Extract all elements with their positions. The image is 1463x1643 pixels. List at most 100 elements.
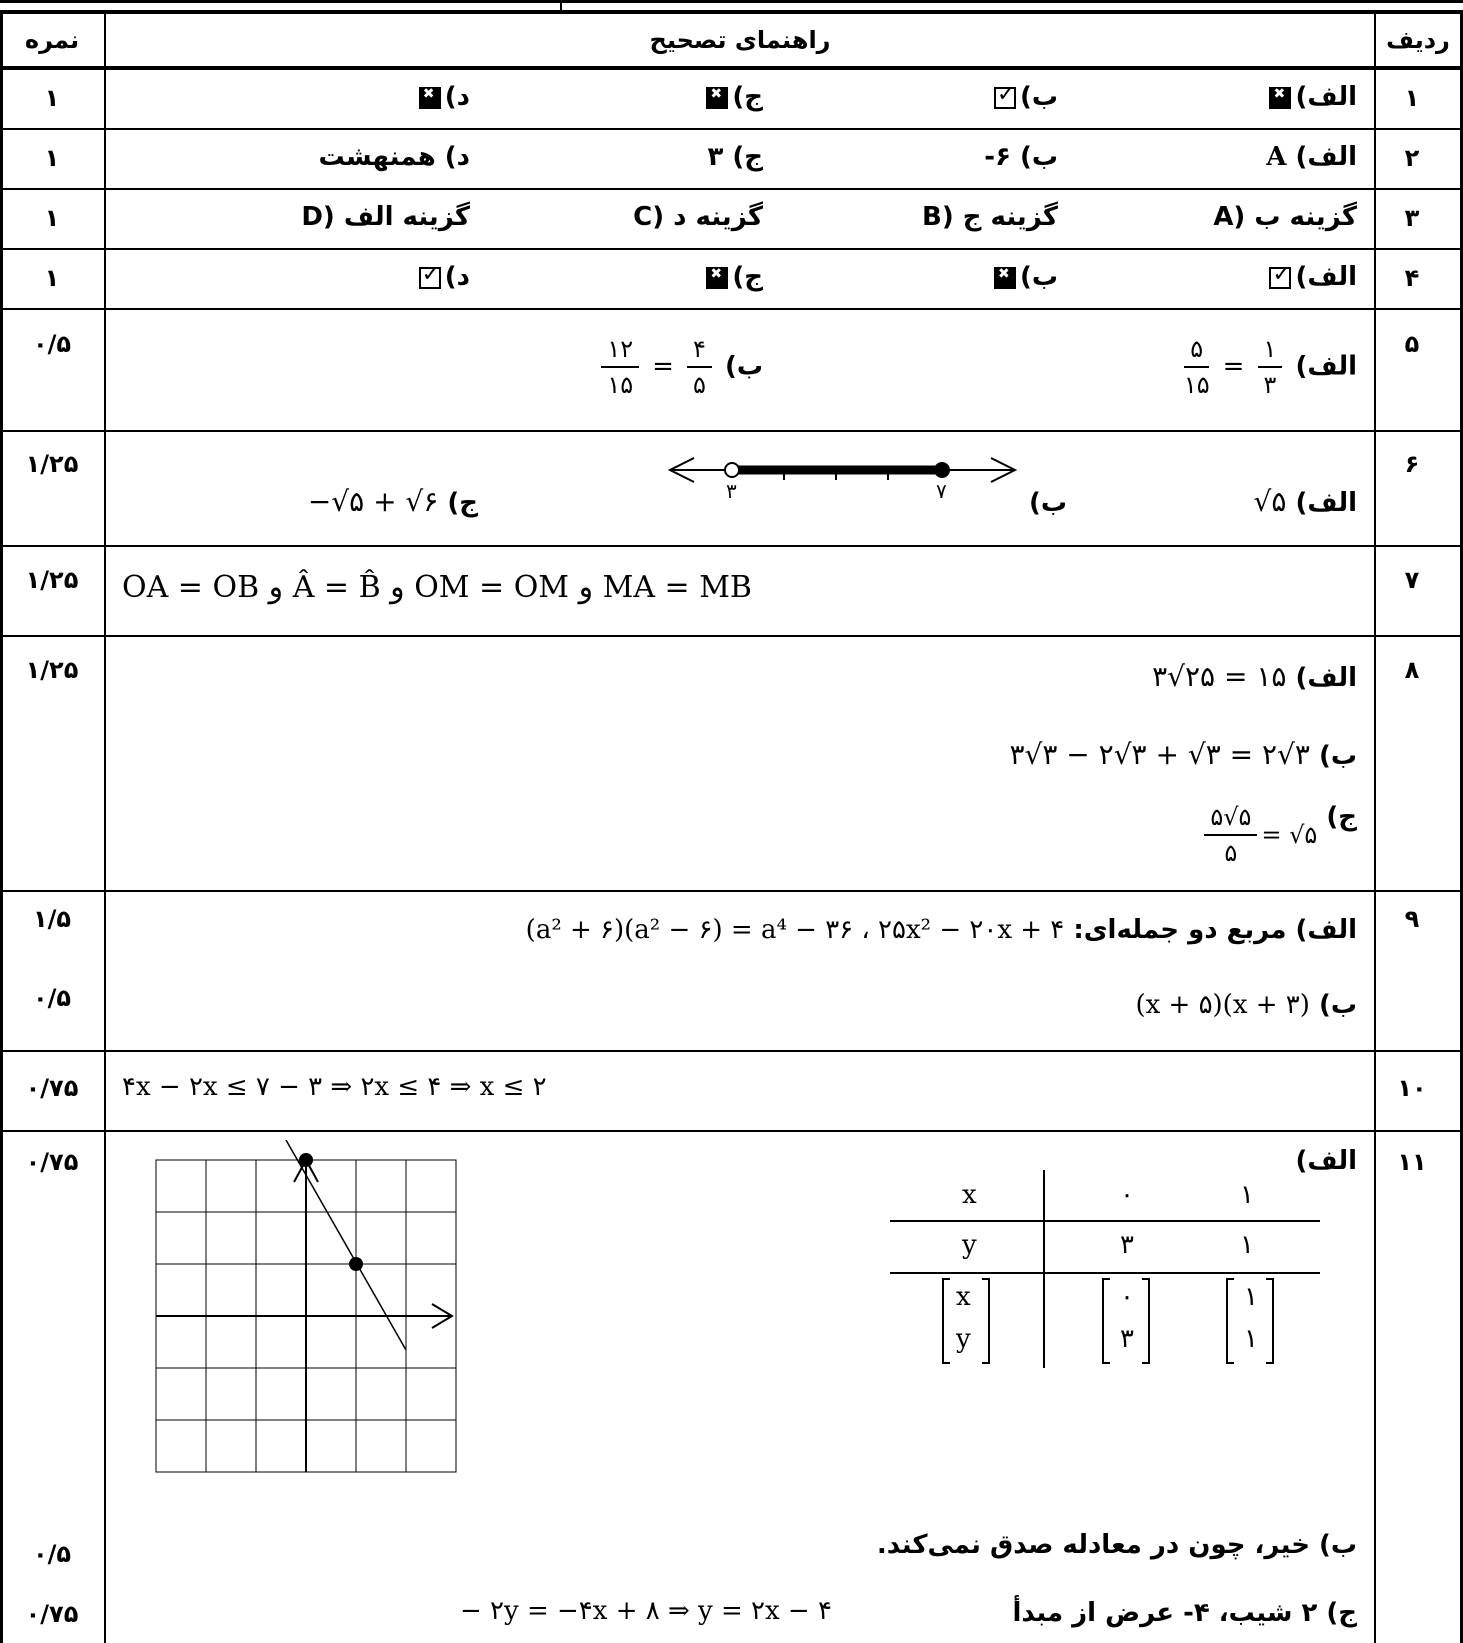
score-11b: ۰/۵: [32, 1540, 72, 1568]
row-line: [0, 890, 1463, 892]
r6-b: ب): [1028, 488, 1067, 518]
vector-bottom: ۱: [1244, 1324, 1258, 1354]
r6-a: الف) √۵: [1254, 485, 1357, 518]
score-4: ۱: [44, 264, 60, 292]
r2-d: د) همنهشت: [318, 142, 471, 172]
row-num-3: ۳: [1404, 204, 1420, 232]
r1-d: د): [415, 82, 470, 112]
r11-c: ج) ۲ شیب، ۴- عرض از مبدأ: [1012, 1598, 1357, 1628]
cross-box-icon: [1269, 86, 1292, 109]
r5-b-label: ب): [724, 351, 763, 382]
score-9a: ۱/۵: [32, 905, 72, 933]
left-arrow-icon: [667, 457, 695, 483]
row-num-2: ۲: [1404, 144, 1420, 172]
r9-a: الف) مربع دو جمله‌ای: (a² + ۶)(a² − ۶) =…: [526, 915, 1357, 945]
denominator: ۱۵: [1183, 371, 1210, 399]
row-num-1: ۱: [1404, 84, 1420, 112]
r4-a-label: الف): [1295, 262, 1357, 292]
r4-b-label: ب): [1019, 262, 1058, 292]
r11-b: ب) خیر، چون در معادله صدق نمی‌کند.: [876, 1530, 1357, 1560]
score-7: ۱/۲۵: [25, 566, 79, 594]
row-num-5: ۵: [1404, 330, 1420, 358]
r6-a-math: √۵: [1253, 485, 1287, 518]
r9-b-label: ب): [1318, 990, 1357, 1020]
row-num-4: ۴: [1404, 264, 1420, 292]
r8-a-math: ۳√۲۵ = ۱۵: [1152, 660, 1287, 693]
r2-b: ب) ۶-: [984, 142, 1058, 172]
numerator: ۱: [1257, 332, 1283, 368]
right-border: [1460, 10, 1463, 1643]
table-y-label: y: [962, 1230, 977, 1260]
r4-a: الف): [1265, 262, 1357, 292]
r8-a-label: الف): [1295, 663, 1357, 693]
cross-box-icon: [706, 266, 729, 289]
r8-b: ب) ۳√۳ − ۲√۳ + √۳ = ۲√۳: [1009, 738, 1357, 771]
score-11c: ۰/۷۵: [25, 1600, 79, 1628]
score-2: ۱: [44, 144, 60, 172]
r1-d-label: د): [444, 82, 470, 112]
score-divider: [104, 10, 106, 1643]
top-tick: [560, 0, 562, 10]
r1-c-label: ج): [732, 82, 763, 112]
table-y1: ۱: [1240, 1230, 1254, 1260]
row-num-9: ۹: [1404, 905, 1420, 933]
vector-x: x: [956, 1282, 971, 1312]
header-score: نمره: [24, 26, 80, 54]
score-11a: ۰/۷۵: [25, 1148, 79, 1176]
r9-b-math: (x + ۵)(x + ۳): [1135, 990, 1310, 1020]
row-line: [0, 635, 1463, 637]
r6-c-label: ج): [447, 488, 478, 518]
row-line: [0, 128, 1463, 130]
closed-point: [934, 462, 950, 478]
r1-c: ج): [702, 82, 763, 112]
r8-a: الف) ۳√۲۵ = ۱۵: [1152, 660, 1357, 693]
open-point: [724, 462, 740, 478]
r4-b: ب): [990, 262, 1058, 292]
cross-box-icon: [706, 86, 729, 109]
r4-c: ج): [702, 262, 763, 292]
denominator: ۵: [1224, 839, 1238, 867]
r3-c: C) گزینه د: [633, 202, 763, 232]
table-vline: [1043, 1170, 1045, 1368]
r1-b: ب): [990, 82, 1058, 112]
row-num-6: ۶: [1404, 450, 1420, 478]
r11-c-math: − ۲y = −۴x + ۸ ⇒ y = ۲x − ۴: [460, 1596, 832, 1626]
header-guide: راهنمای تصحیح: [649, 26, 831, 54]
top-border: [0, 0, 1463, 3]
numerator: ۴: [687, 332, 712, 368]
header-row: ردیف: [1386, 26, 1450, 54]
table-y0: ۳: [1120, 1230, 1134, 1260]
r7-math: OA = OB و Â = B̂ و OM = OM و MA = MB: [122, 570, 752, 605]
coordinate-graph: [155, 1140, 457, 1473]
r6-c-math: −√۵ + √۶: [307, 485, 439, 518]
denominator: ۱۵: [607, 371, 634, 399]
score-1: ۱: [44, 84, 60, 112]
denominator: ۵: [693, 371, 706, 399]
vector-top: ۱: [1244, 1282, 1258, 1312]
r6-a-label: الف): [1295, 488, 1357, 518]
score-8: ۱/۲۵: [25, 656, 79, 684]
table-hline: [890, 1220, 1320, 1222]
check-box-icon: [418, 262, 441, 289]
table-x1: ۱: [1240, 1180, 1254, 1210]
vector-top: ۰: [1120, 1282, 1134, 1312]
check-box-icon: [1269, 262, 1292, 289]
row-num-8: ۸: [1404, 656, 1420, 684]
row-line: [0, 188, 1463, 190]
value-table: x ۰ ۱ y ۳ ۱ x y ۰ ۳ ۱ ۱: [890, 1170, 1320, 1370]
number-line: ۳ ۷: [667, 457, 1018, 503]
r1-a: الف): [1265, 82, 1357, 112]
label-right: ۷: [936, 479, 947, 503]
numerator: ۵√۵: [1204, 800, 1258, 836]
row-divider: [1374, 10, 1376, 1643]
graph-line: [285, 1140, 407, 1351]
vector-bottom: ۳: [1120, 1324, 1134, 1354]
r3-b: B) گزینه ج: [922, 202, 1058, 232]
table-x0: ۰: [1120, 1180, 1134, 1210]
